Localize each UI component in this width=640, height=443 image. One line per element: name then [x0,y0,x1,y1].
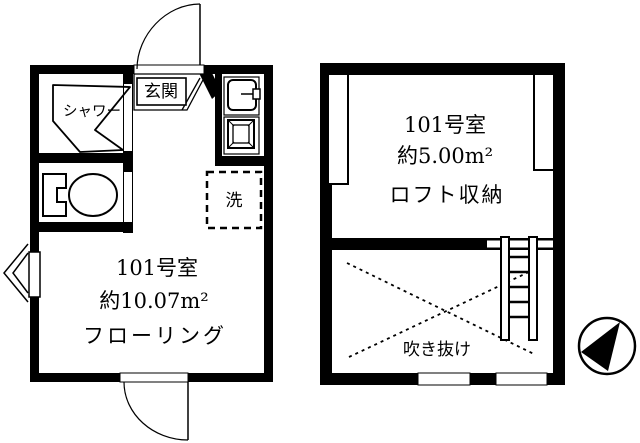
plan-loft: 101号室 約5.00m² ロフト収納 吹き抜け [320,63,565,386]
shower-door-gap [124,84,132,151]
compass [577,316,637,376]
window-chevron-icon [3,243,29,303]
shower-room: シャワー [52,84,131,153]
loft-area-label: 約5.00m² [397,144,493,168]
window-opening [28,251,41,298]
main-room-labels: 101号室 約10.07m² フローリング [83,256,227,348]
plan-loft-walls [320,63,565,386]
ladder-rail-right [528,236,538,341]
wall-kitchen-bottom [215,156,273,166]
sink-handle-icon [252,88,261,100]
loft-left-window [327,73,349,185]
stove-icon [227,119,255,149]
kitchen-unit [223,76,261,155]
window-chevron-inner-icon [12,252,29,294]
plan-1f: 玄関 シャワー [3,3,273,441]
bottom-door-arc [123,381,189,441]
void-label: 吹き抜け [403,340,471,360]
sink-icon [227,79,257,111]
laundry-space: 洗 [205,170,263,230]
shower-label: シャワー [63,104,121,120]
wall-top-left [30,65,134,74]
loft-bottom-window-2 [495,372,548,386]
genkan-outline [133,73,205,111]
wall-kitchen-left [215,65,222,156]
toilet-room [42,173,118,217]
loft-wall-top [320,63,565,75]
toilet-door-gap [124,172,132,222]
loft-bottom-window-1 [417,372,471,386]
entrance-label-box [136,77,187,106]
entrance-label: 玄関 [144,82,178,102]
loft-storage-label: ロフト収納 [390,183,505,207]
wall-shower-toilet [30,153,133,163]
wall-top-right [204,65,273,74]
loft-room-labels: 101号室 約5.00m² ロフト収納 [390,113,505,207]
washer-box [205,170,263,230]
bottom-door-threshold [119,372,189,383]
bottom-door [119,372,189,441]
wall-right [264,65,273,382]
stove-inner [232,124,250,144]
north-arrow-icon [581,322,620,371]
toilet-bowl-icon [68,173,118,217]
void-area: 吹き抜け [346,262,535,360]
room-floor-label: フローリング [83,324,227,348]
room-number-label: 101号室 [116,256,198,280]
loft-room-number-label: 101号室 [404,113,486,137]
toilet-tank-icon [42,173,67,217]
ladder-rail-left [500,236,510,341]
shower-stall-icon [52,84,131,153]
entrance-door-arc [136,3,201,70]
divider-opening [487,240,553,248]
entrance-threshold [133,64,205,75]
room-area-label: 約10.07m² [99,289,208,313]
stove-corner-ticks [228,120,254,148]
ladder-rungs [509,255,529,319]
loft-wall-right [553,63,565,385]
laundry-label: 洗 [226,191,243,211]
entrance-area: 玄関 [133,3,205,111]
void-diagonal-2 [348,270,532,358]
stove-cell [223,116,260,155]
ladder-icon [500,236,538,341]
wall-toilet-bottom [30,222,133,232]
left-window [3,243,41,303]
loft-right-window [533,73,555,171]
